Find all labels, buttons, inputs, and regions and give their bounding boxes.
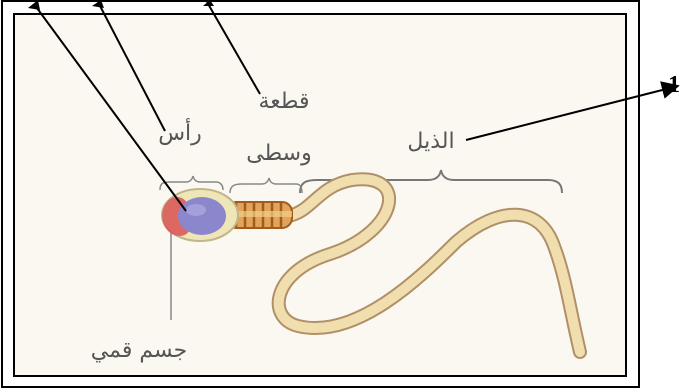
label-middle-piece-line1: قطعة [259, 89, 310, 114]
nucleus-shape [178, 197, 226, 235]
callout-number: 1 [668, 72, 680, 98]
label-tail: الذيل [407, 129, 454, 154]
sperm-head [162, 189, 238, 241]
label-head: رأس [158, 118, 202, 146]
label-acrosome: جسم قمي [91, 338, 187, 363]
label-middle-piece-line2: وسطى [246, 141, 311, 166]
